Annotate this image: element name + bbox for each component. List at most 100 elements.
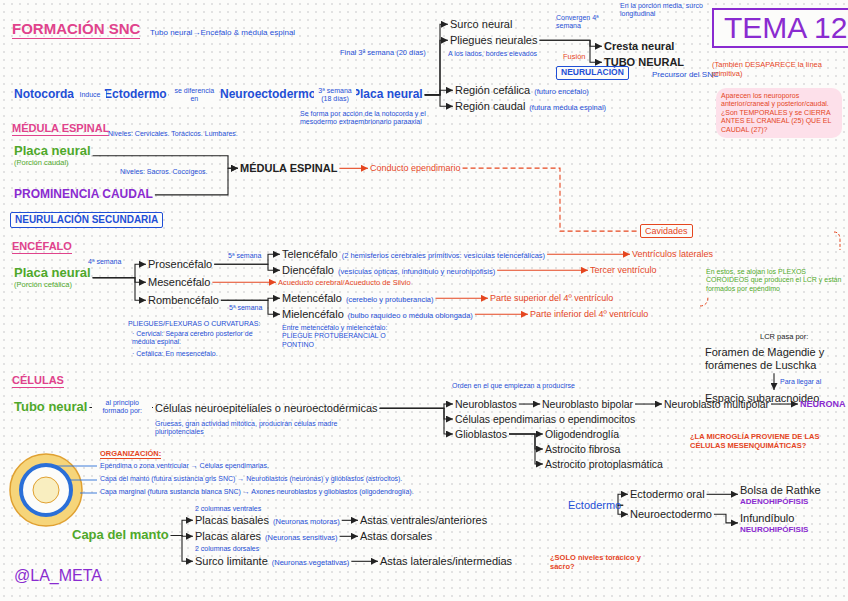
node-text: NEURULACIÓN SECUNDARIA (15, 214, 158, 225)
annotation: 5ª semana (229, 304, 262, 312)
term: Placas alares(Neuronas sensitivas) (195, 530, 338, 543)
connector-arrow (539, 40, 602, 46)
connector-arrow (93, 278, 146, 283)
term: Foramen de Magendie y forámenes de Lusch… (705, 346, 843, 371)
section-heading: CÉLULAS (12, 374, 64, 388)
term: Ventrículos laterales (632, 249, 713, 259)
term: Ectodermo (568, 499, 621, 512)
node-text: Astas dorsales (360, 530, 432, 542)
node-text: Tubo neural (14, 399, 87, 414)
boxed-term: NEURULACIÓN (556, 66, 629, 80)
term: Tubo neural (14, 400, 87, 415)
node-text: Oligodendroglía (545, 428, 619, 440)
connector-arrow (351, 561, 378, 562)
node-text: NEURULACIÓN (561, 67, 624, 77)
annotation: Precursor del SNC (652, 70, 719, 80)
title-box: TEMA 12 (712, 8, 848, 48)
annotation: · Cefálica: En mesencéfalo. (132, 350, 218, 358)
node-text: Bolsa de Rathke (740, 484, 821, 497)
term: Ectodermo (104, 88, 167, 102)
boxed-term: NEURULACIÓN SECUNDARIA (10, 212, 163, 228)
term: Células neuroepiteliales o neuroectodérm… (155, 402, 378, 415)
node-text: Telencéfalo (282, 248, 338, 260)
term: Placas basales(Neuronas motoras) (195, 514, 340, 527)
node-text: Prosencéfalo (148, 258, 212, 270)
term: Células ependimarias o ependimocitos (455, 413, 635, 425)
term: Pliegues neurales (450, 34, 537, 47)
node-text: Rombencéfalo (148, 294, 219, 306)
connector-arrow (93, 278, 146, 301)
annotation: Aparecen los neuroporos anterior/craneal… (716, 88, 842, 138)
connector-arrow (214, 264, 280, 270)
connector-arrow (714, 514, 738, 523)
term: Conducto ependimario (370, 163, 461, 173)
annotation: Fusión (563, 52, 586, 61)
term: Neuroectodermo (220, 88, 316, 102)
term: Placa neural (352, 88, 423, 102)
annotation: PLIEGUES/FLEXURAS O CURVATURAS: (128, 320, 260, 328)
annotation: Capa marginal (futura sustancia blanca S… (100, 488, 414, 496)
annotation: A los lados, bordes elevados (448, 50, 537, 58)
node-text: Placa neural (352, 87, 423, 101)
connector-arrow (171, 520, 193, 535)
node-note: (2 hemisferios cerebrales primitivos: ve… (342, 251, 545, 260)
annotation: Entre metencéfalo y mielencéfalo: PLIEGU… (282, 324, 402, 349)
node-text: Parte superior del 4º ventrículo (490, 293, 613, 303)
node-text: NEURONA (800, 399, 846, 409)
connector-arrow (380, 404, 453, 408)
term: Bolsa de RathkeADENOHIPÓFISIS (740, 484, 821, 506)
section-heading: MÉDULA ESPINAL (12, 122, 109, 136)
node-text: Mesencéfalo (148, 276, 210, 288)
term: Neuroblasto multipolar (664, 398, 769, 410)
term: Astas dorsales (360, 530, 432, 543)
annotation: Final 3ª semana (20 días) (340, 48, 428, 57)
term: Ectodermo oral (630, 488, 705, 501)
annotation: 2 columnas dorsales (195, 545, 259, 553)
node-text: MÉDULA ESPINAL (240, 162, 337, 174)
connector-arrow (773, 373, 774, 390)
annotation: @LA_META (14, 566, 102, 585)
term: Astrocito fibrosa (545, 443, 620, 455)
node-text: Parte inferior del 4º ventrículo (530, 309, 648, 319)
node-text: Astas ventrales/anteriores (360, 514, 487, 526)
node-text: Cavidades (645, 226, 688, 236)
connector-arrow (93, 156, 238, 169)
connector-arrow (340, 536, 358, 537)
node-text: Cresta neural (604, 40, 674, 52)
connector-arrow (221, 300, 280, 314)
node-text: Pliegues neurales (450, 34, 537, 46)
node-note: (bulbo raquídeo o médula oblongada) (348, 311, 473, 320)
term: Parte inferior del 4º ventrículo (530, 309, 648, 319)
node-text: Neuroblasto multipolar (664, 398, 769, 410)
node-note: (vesículas ópticas, infundíbulo y neuroh… (338, 267, 495, 276)
term: Telencéfalo (2 hemisferios cerebrales pri… (282, 248, 545, 261)
node-note: NEUROHIPÓFISIS (740, 525, 808, 534)
mantle-layer (21, 465, 71, 515)
node-text: Neuroblasto bipolar (542, 398, 633, 410)
node-text: Placa neural (14, 266, 91, 281)
edge-label: Induce (74, 91, 106, 99)
node-text: Infundíbulo (740, 512, 808, 525)
node-note: (futuro encéfalo) (534, 87, 589, 96)
term: NEURONA (800, 399, 846, 409)
annotation: 5ª semana (228, 252, 261, 260)
connector-arrow (547, 254, 630, 255)
connector-arrow (425, 90, 453, 95)
connector-arrow (509, 434, 543, 464)
node-text: Ventrículos laterales (632, 249, 713, 259)
connector-arrow (93, 264, 146, 277)
node-text: Ectodermo (568, 499, 621, 511)
edge-label: 3ª semana (18 días) (314, 87, 356, 103)
node-text: Células neuroepiteliales o neuroectodérm… (155, 402, 378, 414)
node-text: Células ependimarias o ependimocitos (455, 413, 635, 425)
annotation: (También DESAPARECE la línea primitiva) (712, 60, 836, 78)
annotation: ¿SOLO niveles torácico y sacro? (550, 553, 650, 571)
annotation: Tubo neural→Encéfalo & médula espinal (150, 28, 295, 38)
connector-arrow (635, 403, 662, 404)
annotation: ¿LA MICROGLÍA PROVIENE DE LAS CÉLULAS ME… (690, 432, 840, 450)
term: Capa del manto (72, 528, 169, 543)
connector-arrow (342, 520, 358, 521)
term: Astas laterales/intermedias (380, 555, 512, 568)
node-text: PROMINENCIA CAUDAL (14, 187, 153, 201)
